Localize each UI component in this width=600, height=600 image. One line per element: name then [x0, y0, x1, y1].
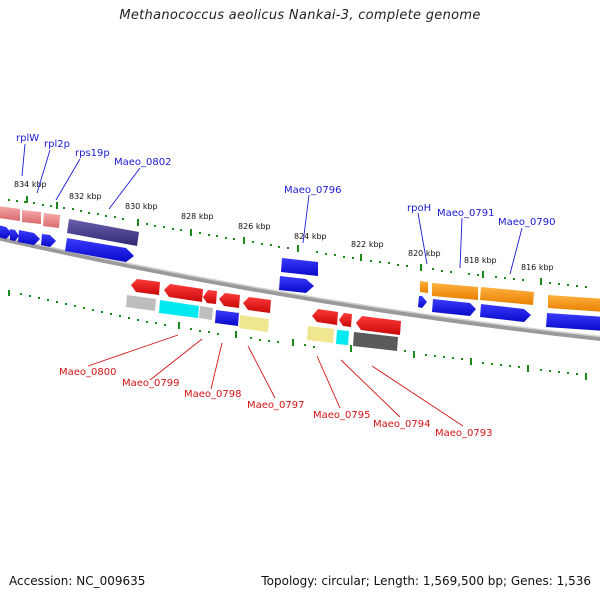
forward-gene: [418, 296, 427, 308]
gene-label-rplw: rplW: [16, 133, 39, 144]
gene-label-maeo-0796: Maeo_0796: [284, 185, 341, 196]
forward-strand-scale: [8, 196, 587, 288]
reverse-genes: [126, 279, 401, 351]
gene-label-maeo-0790: Maeo_0790: [498, 217, 555, 228]
forward-gene: [18, 230, 40, 245]
scale-label: 826 kbp: [238, 222, 271, 231]
gene-label-maeo-0791: Maeo_0791: [437, 208, 494, 219]
forward-gene-labels: rplW rpl2p rps19p Maeo_0802 Maeo_0796 rp…: [16, 133, 555, 228]
gene-label-maeo-0797: Maeo_0797: [247, 400, 304, 411]
forward-gene: [0, 225, 12, 239]
forward-gene: [41, 234, 56, 247]
scale-label: 828 kbp: [181, 212, 214, 221]
gene-label-maeo-0802: Maeo_0802: [114, 157, 171, 168]
gene-block: [199, 306, 213, 320]
scale-label: 830 kbp: [125, 202, 158, 211]
scale-label: 832 kbp: [69, 192, 102, 201]
gene-block: [336, 330, 349, 345]
accession-text: Accession: NC_009635: [9, 574, 146, 588]
gene-block: [215, 310, 239, 326]
operon-boxes: [0, 206, 600, 312]
forward-genes: [0, 225, 600, 331]
forward-gene: [65, 238, 134, 262]
reverse-gene-labels: Maeo_0800 Maeo_0799 Maeo_0798 Maeo_0797 …: [59, 367, 492, 439]
reverse-leader-lines: [87, 334, 464, 427]
scale-label: 818 kbp: [464, 256, 497, 265]
forward-gene: [281, 258, 318, 276]
reverse-gene: [243, 297, 271, 313]
scale-label: 816 kbp: [521, 263, 554, 272]
forward-gene: [10, 229, 19, 241]
forward-gene: [546, 313, 600, 331]
reverse-gene: [312, 309, 338, 325]
scale-label: 834 kbp: [14, 180, 47, 189]
forward-gene: [480, 304, 531, 322]
genome-stats-text: Topology: circular; Length: 1,569,500 bp…: [261, 574, 591, 588]
reverse-gene: [164, 284, 203, 302]
reverse-gene: [203, 290, 217, 304]
reverse-gene: [131, 279, 160, 295]
gene-label-rpl2p: rpl2p: [44, 139, 70, 150]
scale-label: 824 kbp: [294, 232, 327, 241]
gene-label-maeo-0799: Maeo_0799: [122, 378, 179, 389]
gene-block: [159, 300, 199, 318]
reverse-gene: [219, 293, 240, 308]
map-title: Methanococcus aeolicus Nankai-3, complet…: [119, 8, 481, 23]
gene-label-maeo-0793: Maeo_0793: [435, 428, 492, 439]
gene-label-maeo-0795: Maeo_0795: [313, 410, 370, 421]
forward-gene: [432, 299, 476, 316]
scale-label: 820 kbp: [408, 249, 441, 258]
forward-gene: [279, 276, 314, 293]
gene-label-rpoh: rpoH: [407, 203, 431, 214]
gene-block: [239, 315, 269, 332]
scale-label: 822 kbp: [351, 240, 384, 249]
gene-label-maeo-0800: Maeo_0800: [59, 367, 116, 378]
reverse-gene: [356, 316, 401, 335]
gene-block: [307, 326, 334, 343]
gene-block: [353, 332, 398, 351]
gene-label-maeo-0798: Maeo_0798: [184, 389, 241, 400]
gene-label-rps19p: rps19p: [75, 148, 110, 159]
gene-block: [126, 295, 156, 311]
reverse-gene: [339, 313, 352, 327]
scale-labels: 834 kbp 832 kbp 830 kbp 828 kbp 826 kbp …: [14, 180, 554, 272]
forward-leader-lines: [21, 143, 523, 275]
gene-label-maeo-0794: Maeo_0794: [373, 419, 430, 430]
reverse-strand-scale: [8, 290, 587, 380]
